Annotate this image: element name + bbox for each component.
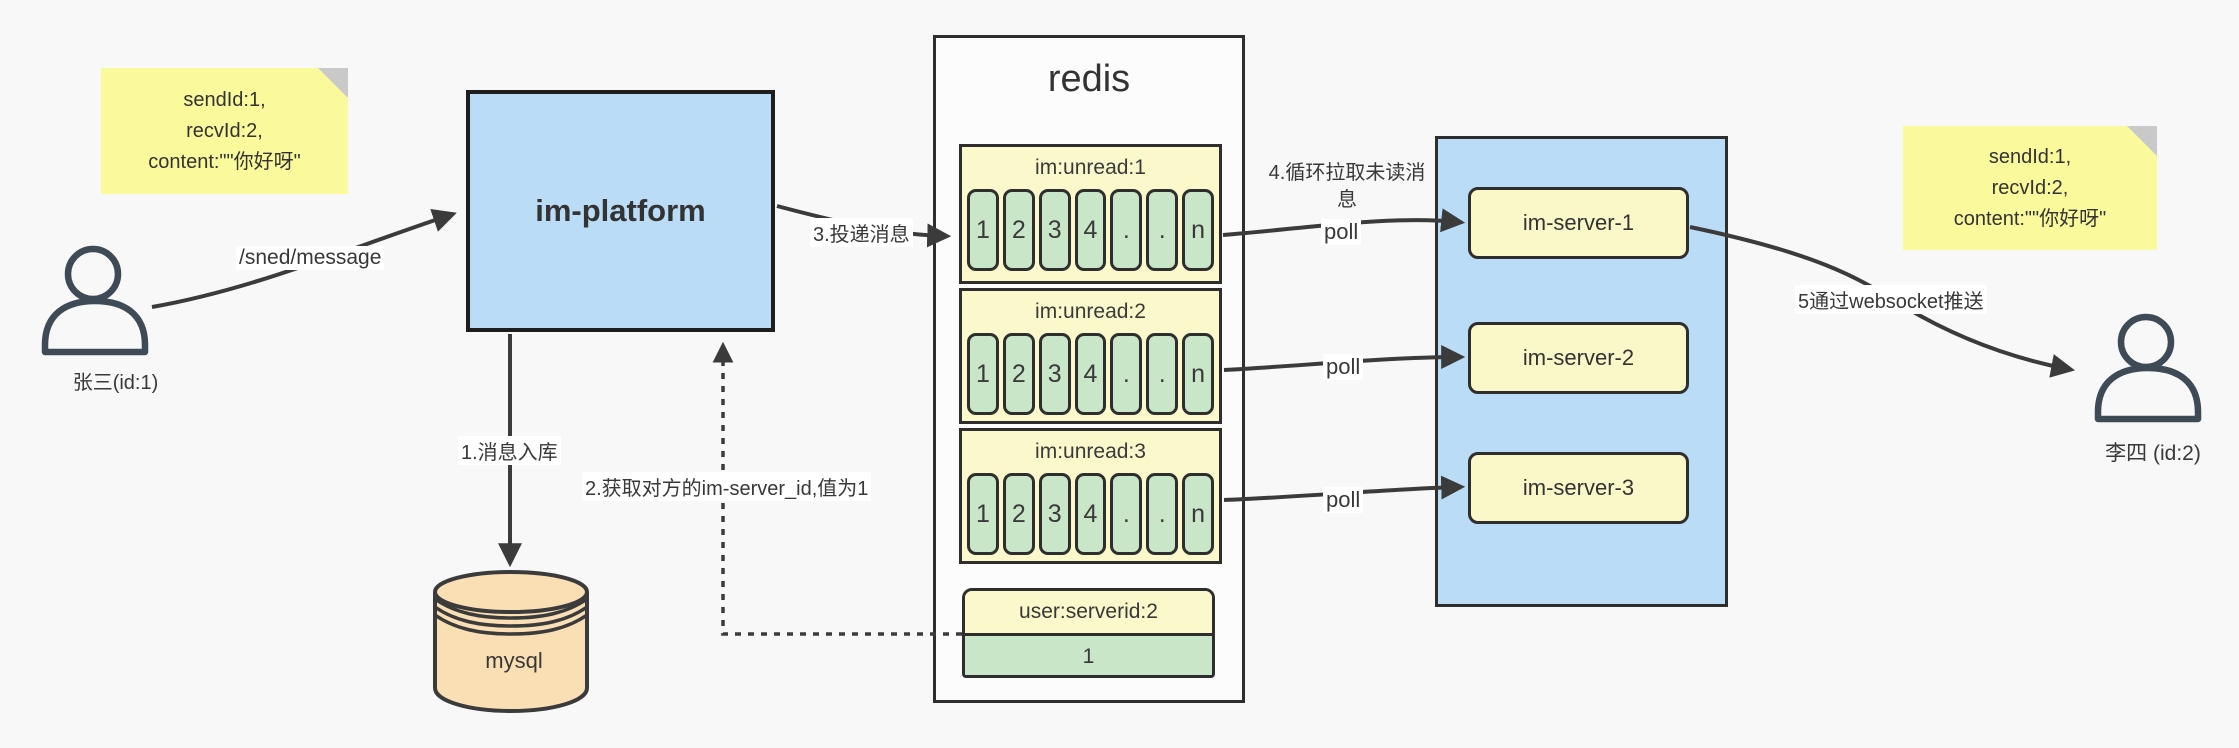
queue-cell: 1 <box>967 189 999 271</box>
edge-label-poll-1: poll <box>1321 219 1362 245</box>
queue-cell: 3 <box>1038 473 1071 555</box>
queue-cells: 1 2 3 4 . . n <box>962 189 1219 271</box>
queue-im-unread-3: im:unread:3 1 2 3 4 . . n <box>959 428 1222 564</box>
edge-label-step2: 2.获取对方的im-server_id,值为1 <box>582 472 872 501</box>
queue-cell: . <box>1110 189 1143 271</box>
receiver-label: 李四 (id:2) <box>2105 442 2201 465</box>
edge-label-step4: 4.循环拉取未读消息 <box>1268 162 1426 211</box>
queue-cell: 3 <box>1038 189 1071 271</box>
queue-cell: 2 <box>1002 473 1035 555</box>
note-line: content:""你好呀" <box>148 150 301 173</box>
queue-cell: 2 <box>1002 189 1035 271</box>
queue-im-unread-1: im:unread:1 1 2 3 4 . . n <box>959 144 1222 284</box>
im-platform-node: im-platform <box>466 90 775 332</box>
queue-header: im:unread:2 <box>1035 300 1146 323</box>
im-platform-label: im-platform <box>535 193 706 228</box>
queue-cell: . <box>1146 473 1179 555</box>
queue-cell: 2 <box>1002 333 1035 415</box>
queue-cell: n <box>1182 473 1215 555</box>
note-line: content:""你好呀" <box>1953 207 2107 230</box>
im-server-label: im-server-3 <box>1522 475 1635 500</box>
edge-label-step1: 1.消息入库 <box>458 436 561 465</box>
queue-cell: . <box>1110 333 1143 415</box>
mysql-label: mysql <box>485 648 543 673</box>
queue-header: im:unread:1 <box>1035 156 1146 179</box>
edge-label-step3: 3.投递消息 <box>810 218 913 247</box>
user-serverid-node: user:serverid:2 1 <box>962 588 1215 678</box>
redis-title: redis <box>1047 58 1131 100</box>
note-line: sendId:1, <box>1988 145 2072 168</box>
note-fold-icon <box>318 68 348 98</box>
user-serverid-value: 1 <box>965 636 1212 675</box>
user-serverid-key: user:serverid:2 <box>965 591 1212 636</box>
queue-cells: 1 2 3 4 . . n <box>962 333 1219 415</box>
im-server-label: im-server-1 <box>1522 210 1635 235</box>
queue-cell: 4 <box>1074 189 1107 271</box>
mysql-database-icon <box>433 570 589 714</box>
queue-cells: 1 2 3 4 . . n <box>962 473 1219 555</box>
im-server-2-node: im-server-2 <box>1468 322 1689 394</box>
queue-cell: . <box>1110 473 1143 555</box>
note-fold-icon <box>2127 126 2157 156</box>
im-server-label: im-server-2 <box>1522 345 1635 370</box>
queue-cell: n <box>1182 189 1215 271</box>
queue-cell: . <box>1146 189 1179 271</box>
queue-cell: . <box>1146 333 1179 415</box>
queue-cell: 3 <box>1038 333 1071 415</box>
edge-label-send-message: /sned/message <box>236 246 385 270</box>
sticky-note-left: sendId:1, recvId:2, content:""你好呀" <box>101 68 348 194</box>
note-line: sendId:1, <box>183 88 266 111</box>
sticky-note-right: sendId:1, recvId:2, content:""你好呀" <box>1903 126 2157 250</box>
queue-cell: n <box>1182 333 1215 415</box>
sender-person-icon <box>41 245 149 356</box>
queue-cell: 1 <box>967 473 999 555</box>
sender-label: 张三(id:1) <box>72 372 159 394</box>
receiver-person-icon <box>2094 313 2202 423</box>
edge-label-step5: 5通过websocket推送 <box>1795 285 1987 314</box>
queue-header: im:unread:3 <box>1035 440 1146 463</box>
note-line: recvId:2, <box>1991 176 2069 199</box>
queue-cell: 4 <box>1074 473 1107 555</box>
edge-label-poll-3: poll <box>1323 487 1364 513</box>
note-line: recvId:2, <box>186 119 263 142</box>
edge-label-poll-2: poll <box>1323 354 1364 380</box>
im-server-1-node: im-server-1 <box>1468 187 1689 259</box>
queue-cell: 4 <box>1074 333 1107 415</box>
queue-cell: 1 <box>967 333 999 415</box>
im-server-3-node: im-server-3 <box>1468 452 1689 524</box>
queue-im-unread-2: im:unread:2 1 2 3 4 . . n <box>959 288 1222 424</box>
